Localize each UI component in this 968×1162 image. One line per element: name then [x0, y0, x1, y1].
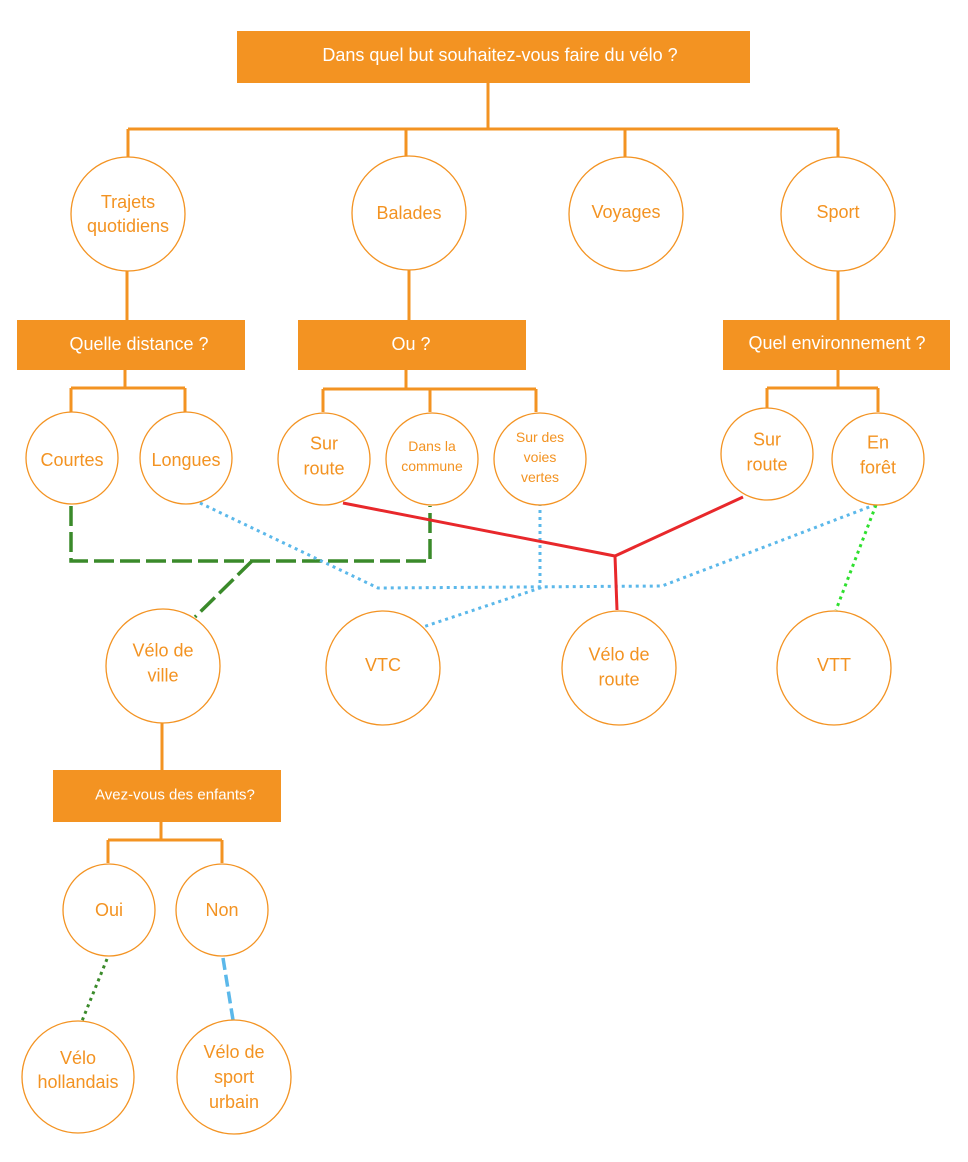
node-sur-route-balades-label-line: Sur — [310, 434, 338, 454]
node-vtt-circle — [776, 610, 892, 726]
node-oui-label-line: Oui — [95, 900, 123, 920]
node-vtt: VTT — [776, 610, 892, 726]
node-oui-circle — [62, 863, 156, 957]
tree-connectors — [69, 82, 880, 863]
recommendation-links — [69, 495, 878, 1022]
node-oui: Oui — [62, 863, 156, 957]
connector-children-options — [106, 822, 224, 863]
where-question-text: Ou ? — [391, 334, 430, 354]
node-balades: Balades — [351, 155, 467, 271]
node-velo-hollandais-label-line: hollandais — [37, 1072, 118, 1092]
environment-question-box: Quel environnement ? — [723, 320, 950, 370]
node-sport-circle — [780, 156, 896, 272]
nodes-layer: Trajets quotidiens Balades Voyages SportCour… — [21, 155, 925, 1135]
main-question-text: Dans quel but souhaitez-vous faire du vé… — [322, 45, 677, 65]
node-velo-de-route-circle — [561, 610, 677, 726]
node-velo-de-ville: Vélo de ville — [105, 608, 221, 724]
node-sur-route-sport: Sur route — [720, 407, 814, 501]
link-to-road-bike — [342, 495, 744, 611]
distance-question-box: Quelle distance ? — [17, 320, 245, 370]
node-courtes-circle — [25, 411, 119, 505]
distance-question-text: Quelle distance ? — [69, 334, 208, 354]
node-sur-des-voies-vertes-label-line: voies — [524, 449, 557, 465]
node-longues: Longues — [139, 411, 233, 505]
node-longues-circle — [139, 411, 233, 505]
node-velo-de-route-label-line: route — [598, 670, 639, 690]
node-sur-route-balades-label-line: route — [303, 459, 344, 479]
node-vtc-circle — [325, 610, 441, 726]
node-vtc-label-line: VTC — [365, 655, 401, 675]
node-velo-hollandais-circle — [21, 1020, 135, 1134]
node-non-circle — [175, 863, 269, 957]
node-velo-de-route-label-line: Vélo de — [588, 645, 649, 665]
children-question-box: Avez-vous des enfants? — [53, 770, 281, 822]
node-dans-la-commune-label-line: commune — [401, 458, 463, 474]
node-sport-label-line: Sport — [816, 202, 859, 222]
link-to-urban-sport-bike — [221, 957, 235, 1021]
node-sur-route-balades-circle — [277, 412, 371, 506]
connector-main — [126, 82, 840, 158]
node-sur-des-voies-vertes-circle — [493, 412, 587, 506]
node-vtt-label-line: VTT — [817, 655, 851, 675]
node-velo-de-route: Vélo de route — [561, 610, 677, 726]
node-trajets-quotidiens-label-line: quotidiens — [87, 216, 169, 236]
node-voyages-label-line: Voyages — [591, 202, 660, 222]
node-courtes: Courtes — [25, 411, 119, 505]
link-to-dutch-bike — [80, 958, 109, 1022]
node-velo-de-sport-urbain-label-line: Vélo de — [203, 1042, 264, 1062]
node-sur-route-sport-circle — [720, 407, 814, 501]
node-velo-de-ville-label-line: ville — [147, 666, 178, 686]
node-velo-de-sport-urbain-circle — [176, 1019, 292, 1135]
node-sur-des-voies-vertes-label-line: vertes — [521, 469, 559, 485]
node-sur-des-voies-vertes-label-line: Sur des — [516, 429, 564, 445]
link-to-vtt — [834, 504, 878, 611]
node-velo-de-sport-urbain-label-line: urbain — [209, 1092, 259, 1112]
node-balades-circle — [351, 155, 467, 271]
node-sur-route-balades: Sur route — [277, 412, 371, 506]
node-velo-de-ville-circle — [105, 608, 221, 724]
node-dans-la-commune-circle — [385, 412, 479, 506]
environment-question-text: Quel environnement ? — [748, 333, 925, 353]
connector-distance-options — [69, 370, 187, 412]
node-vtc: VTC — [325, 610, 441, 726]
node-sur-route-sport-label-line: route — [746, 455, 787, 475]
node-sur-route-sport-label-line: Sur — [753, 430, 781, 450]
node-velo-de-sport-urbain-label-line: sport — [214, 1067, 254, 1087]
node-trajets-quotidiens: Trajets quotidiens — [70, 156, 186, 272]
link-to-city-bike — [69, 506, 432, 619]
main-question-box: Dans quel but souhaitez-vous faire du vé… — [237, 31, 750, 83]
node-velo-de-ville-label-line: Vélo de — [132, 641, 193, 661]
node-longues-label-line: Longues — [151, 450, 220, 470]
node-en-foret-label-line: forêt — [860, 458, 896, 478]
node-velo-hollandais-label-line: Vélo — [60, 1048, 96, 1068]
connector-where-options — [321, 370, 538, 412]
node-trajets-quotidiens-circle — [70, 156, 186, 272]
node-sur-des-voies-vertes: Sur des voies vertes — [493, 412, 587, 506]
node-courtes-label-line: Courtes — [40, 450, 103, 470]
node-voyages-circle — [568, 156, 684, 272]
node-balades-label-line: Balades — [376, 203, 441, 223]
where-question-box: Ou ? — [298, 320, 526, 370]
node-en-foret-circle — [831, 412, 925, 506]
children-question-text: Avez-vous des enfants? — [95, 787, 255, 804]
link-to-vtc — [199, 501, 878, 630]
node-velo-hollandais: Vélo hollandais — [21, 1020, 135, 1134]
node-dans-la-commune: Dans la commune — [385, 412, 479, 506]
node-dans-la-commune-label-line: Dans la — [408, 438, 456, 454]
node-en-foret-label-line: En — [867, 433, 889, 453]
node-non: Non — [175, 863, 269, 957]
node-voyages: Voyages — [568, 156, 684, 272]
node-sport: Sport — [780, 156, 896, 272]
node-non-label-line: Non — [205, 900, 238, 920]
node-trajets-quotidiens-label-line: Trajets — [101, 192, 155, 212]
node-velo-de-sport-urbain: Vélo de sport urbain — [176, 1019, 292, 1135]
node-en-foret: En forêt — [831, 412, 925, 506]
connector-environment-options — [765, 370, 880, 412]
